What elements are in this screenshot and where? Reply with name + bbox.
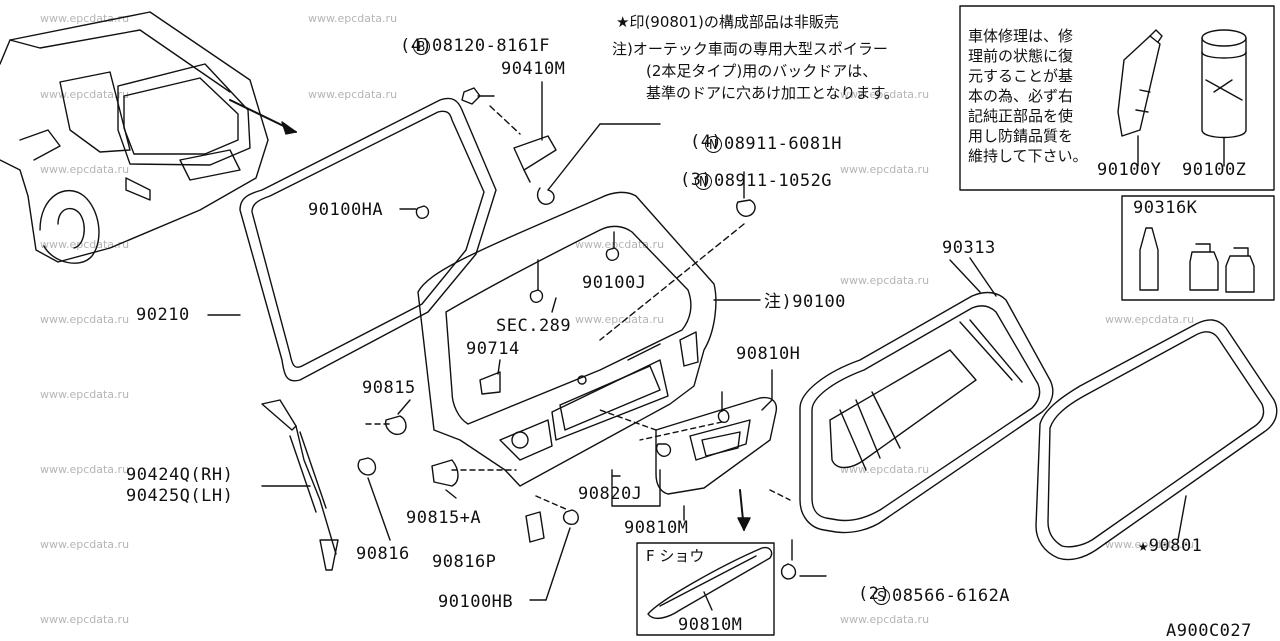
leader-lines	[207, 257, 997, 601]
watermark: www.epcdata.ru	[40, 313, 130, 326]
repair-note-line: 用し防錆品質を	[968, 127, 1074, 145]
part-label: 90316K	[1133, 198, 1198, 218]
part-label: 90810H	[736, 344, 801, 364]
finisher-garnish	[599, 369, 827, 580]
repair-note-line: 維持して下さい。	[968, 147, 1088, 165]
inset-title: F ショウ	[646, 547, 705, 565]
note-star: ★印(90801)の構成部品は非販売	[616, 13, 839, 31]
part-label: 90210	[136, 305, 190, 325]
part-label: 90100J	[582, 273, 647, 293]
watermark: www.epcdata.ru	[40, 463, 130, 476]
part-label: 90100Z	[1182, 160, 1247, 180]
repair-note-line: 本の為、必ず右	[968, 87, 1074, 105]
glass-molding	[1035, 319, 1278, 561]
part-label: 90816	[356, 544, 410, 564]
watermark: www.epcdata.ru	[575, 313, 665, 326]
note-line: (2本足タイプ)用のバックドアは、	[646, 62, 878, 80]
part-label: 90410M	[501, 59, 566, 79]
part-label: 90815	[362, 378, 416, 398]
part-label: 90100HB	[438, 592, 514, 612]
repair-note-line: 理前の状態に復	[968, 47, 1074, 65]
door-stoppers	[357, 415, 579, 601]
watermark: www.epcdata.ru	[308, 12, 398, 25]
part-qty: (4)	[400, 36, 433, 56]
part-label: 注)90100	[764, 292, 846, 312]
part-label: 90810M	[624, 518, 689, 538]
part-qty: (4)	[690, 132, 723, 152]
watermark: www.epcdata.ru	[40, 12, 130, 25]
part-label: 90815+A	[406, 508, 482, 528]
nut-type-n: N	[694, 173, 712, 190]
f-show-inset	[636, 542, 775, 636]
door-grommets	[399, 171, 761, 341]
watermark: www.epcdata.ru	[40, 388, 130, 401]
part-qty: (2)	[858, 584, 891, 604]
screw-type-s: S	[872, 588, 890, 605]
part-label: 90424Q(RH)	[126, 465, 234, 485]
watermark: www.epcdata.ru	[40, 613, 130, 626]
diagram-id: A900C027	[1166, 621, 1252, 641]
part-label: 90820J	[578, 484, 643, 504]
nut-type-n: N	[704, 136, 722, 153]
watermark: www.epcdata.ru	[40, 238, 130, 251]
repair-note-line: 記純正部品を使	[968, 107, 1074, 125]
note-line: 基準のドアに穴あけ加工となります。	[646, 84, 900, 102]
part-label: 90810M	[678, 615, 743, 635]
repair-notice-box	[959, 5, 1275, 301]
part-label: 90816P	[432, 552, 497, 572]
part-qty: (3)	[680, 170, 713, 190]
watermark: www.epcdata.ru	[840, 613, 930, 626]
section-ref: SEC.289	[496, 316, 572, 336]
watermark: www.epcdata.ru	[840, 163, 930, 176]
part-label: 90714	[466, 339, 520, 359]
back-door-panel	[417, 191, 717, 487]
watermark: www.epcdata.ru	[1105, 313, 1195, 326]
part-label: 90100Y	[1097, 160, 1162, 180]
part-label: 90425Q(LH)	[126, 486, 234, 506]
part-label: 90100HA	[308, 200, 384, 220]
rear-glass	[799, 259, 1054, 534]
watermark: www.epcdata.ru	[1105, 538, 1195, 551]
watermark: www.epcdata.ru	[40, 538, 130, 551]
watermark: www.epcdata.ru	[308, 88, 398, 101]
bolt-type-b: B	[412, 38, 430, 55]
part-label: ★90801	[1138, 536, 1203, 556]
door-hinge	[461, 81, 661, 205]
watermark: www.epcdata.ru	[840, 88, 930, 101]
note-line: 注)オーテック車両の専用大型スポイラー	[612, 40, 888, 58]
stay-damper	[261, 399, 339, 571]
repair-note-line: 車体修理は、修	[968, 27, 1074, 45]
part-label: 90313	[942, 238, 996, 258]
weatherstrip-seal	[239, 97, 497, 382]
watermark: www.epcdata.ru	[840, 463, 930, 476]
car-rear-view	[0, 11, 297, 264]
repair-note-line: 元することが基	[968, 67, 1074, 85]
watermark: www.epcdata.ru	[40, 163, 130, 176]
watermark: www.epcdata.ru	[840, 274, 930, 287]
